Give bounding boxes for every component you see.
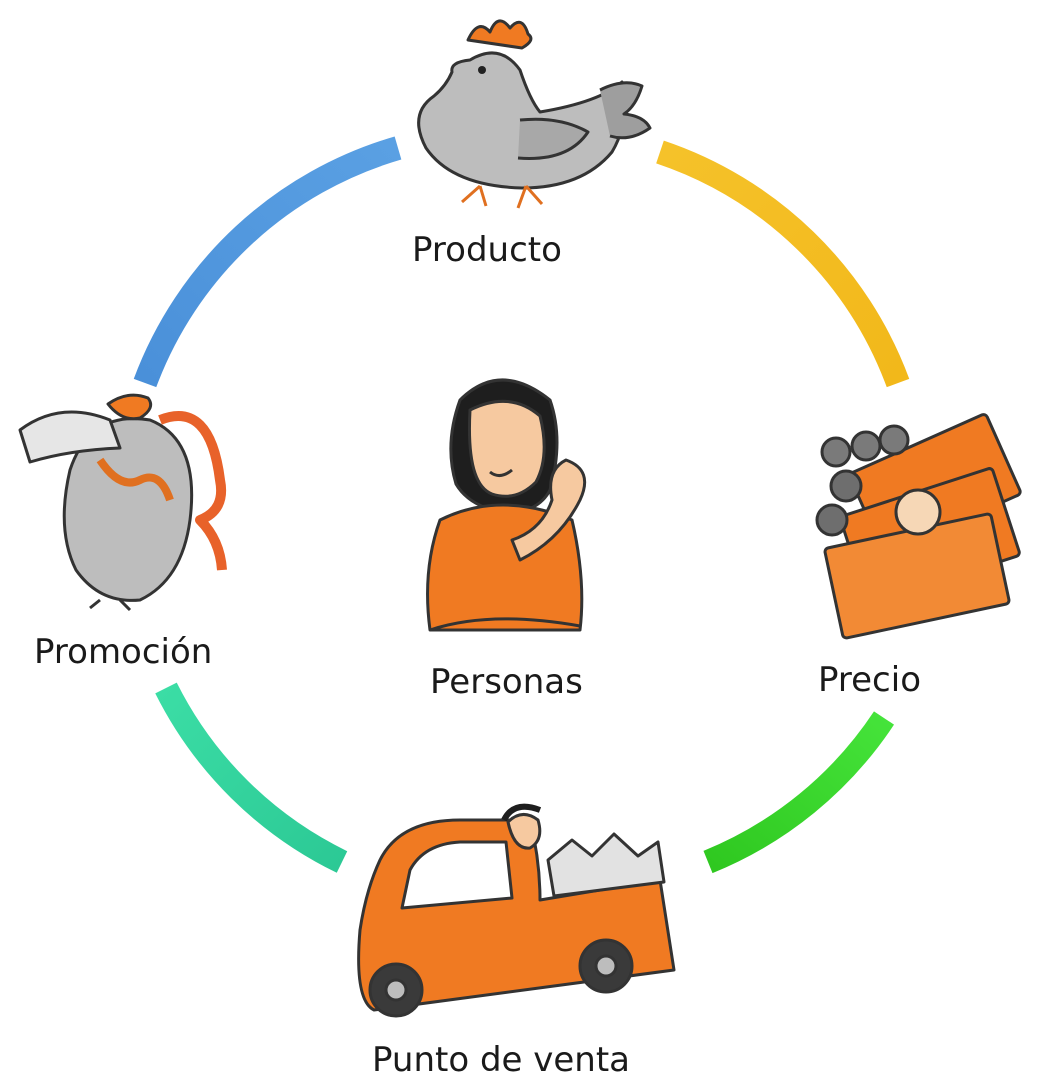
node-label-punto-de-venta: Punto de venta [372,1040,631,1080]
arc-producto-precio [656,140,910,388]
money-icon [815,413,1022,640]
truck-icon [357,803,676,1018]
rooster-megaphone-icon [18,393,227,612]
arc-punto-promocion [155,682,348,873]
hen-icon [417,19,652,209]
arc-promocion-producto [133,136,402,388]
node-label-promocion: Promoción [34,632,213,672]
arc-precio-punto [703,711,895,874]
center-label-personas: Personas [430,662,583,702]
node-label-precio: Precio [818,660,921,700]
node-label-producto: Producto [412,230,562,270]
woman-icon [426,378,587,632]
